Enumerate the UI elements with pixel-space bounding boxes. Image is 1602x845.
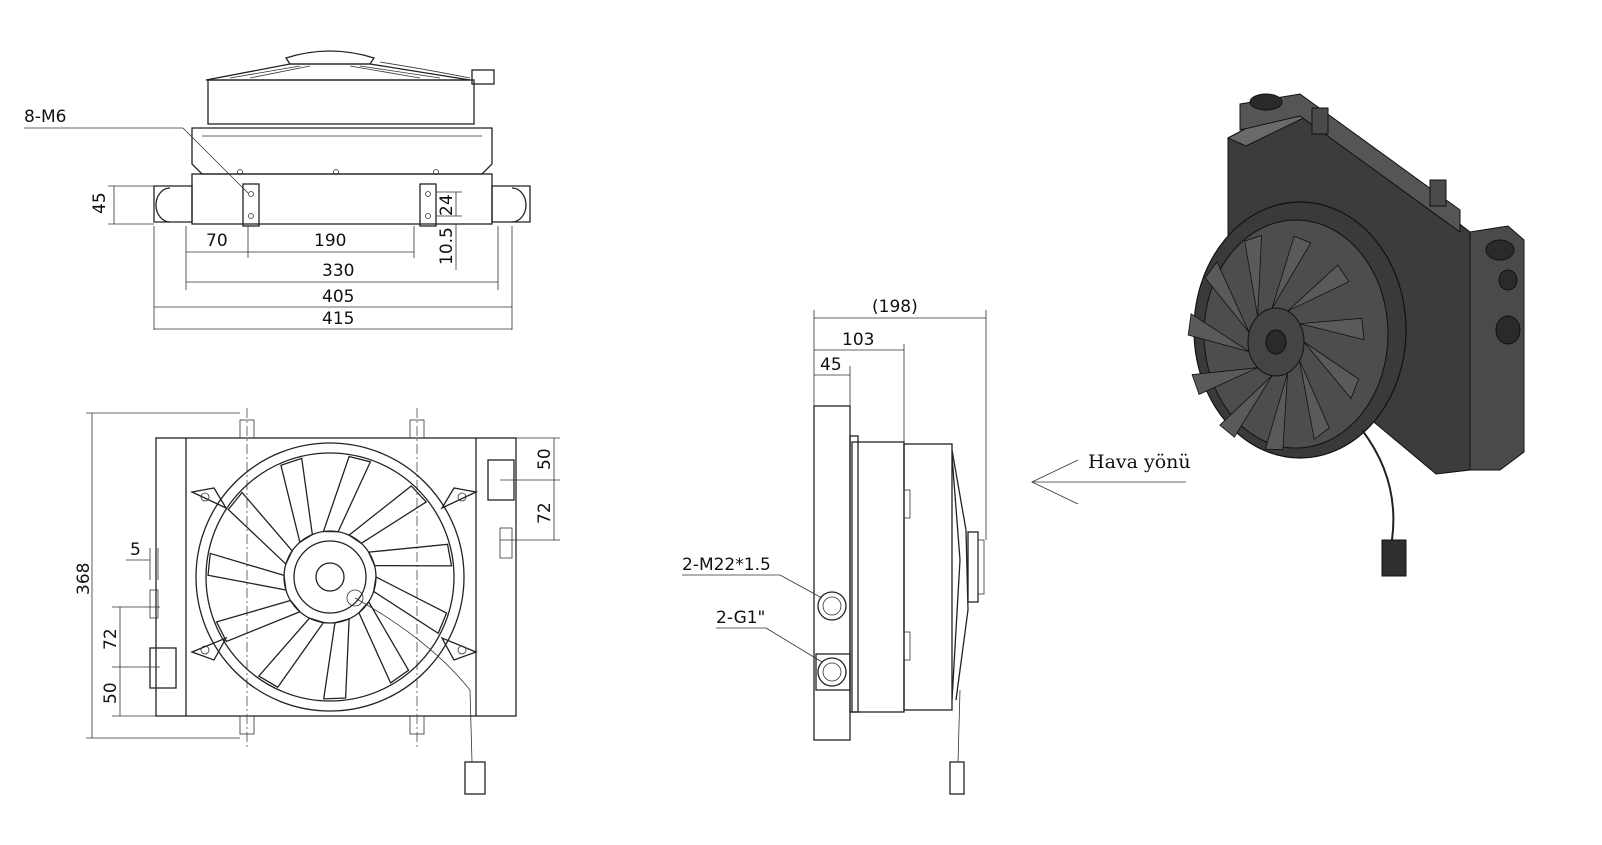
fan-blade (322, 455, 372, 533)
dim-330: 330 (322, 261, 354, 281)
iso-fan-blade (1264, 372, 1289, 451)
fan-blade (367, 543, 453, 567)
iso-fan-blade (1219, 375, 1273, 438)
dim-368: 368 (74, 563, 94, 595)
dim-70: 70 (206, 231, 228, 251)
iso-fan-blade (1191, 367, 1258, 395)
dim-50-left: 50 (101, 682, 121, 704)
fan-blade (215, 599, 301, 643)
dim-103: 103 (842, 330, 874, 350)
callout-port: 2-G1" (716, 608, 765, 628)
dim-190: 190 (314, 231, 346, 251)
fan-blade (207, 552, 287, 591)
fan-blade (322, 617, 350, 700)
side-view: (198) 103 45 2-M22*1.5 2-G1" (682, 297, 987, 795)
iso-fan-blade (1204, 261, 1250, 333)
dim-5: 5 (130, 540, 141, 560)
iso-fan-blade (1299, 360, 1330, 440)
iso-fan-blade (1187, 313, 1250, 352)
fan-blade (257, 617, 325, 689)
iso-fan-blade (1299, 317, 1365, 341)
airflow-arrow: Hava yönü (1031, 451, 1191, 505)
airflow-label: Hava yönü (1088, 451, 1191, 473)
iso-fan-blade (1244, 234, 1263, 317)
dim-24: 24 (437, 194, 457, 216)
callout-thread: 2-M22*1.5 (682, 555, 771, 575)
fan-blade (348, 485, 428, 545)
dim-405: 405 (322, 287, 354, 307)
dim-10-5: 10.5 (437, 227, 457, 265)
fan-blade (227, 491, 293, 566)
callout-8-m6: 8-M6 (24, 107, 66, 127)
fan-blade (372, 576, 448, 635)
front-view: 368 5 72 50 50 72 (74, 408, 560, 795)
dim-45-side: 45 (820, 355, 842, 375)
isometric-view (1187, 93, 1525, 577)
iso-fan-blade (1271, 235, 1312, 309)
fan-blade (358, 600, 410, 684)
dim-45-top: 45 (90, 192, 110, 214)
iso-fan-blade (1287, 264, 1350, 312)
dim-50-right: 50 (535, 448, 555, 470)
dim-415: 415 (322, 309, 354, 329)
dim-198: (198) (872, 297, 918, 317)
top-view: 8-M6 45 24 10.5 70 190 330 405 415 (24, 50, 531, 330)
dim-72-left: 72 (101, 628, 121, 650)
fan-blade (280, 457, 314, 544)
dim-72-right: 72 (535, 502, 555, 524)
iso-fan-blade (1303, 341, 1360, 400)
